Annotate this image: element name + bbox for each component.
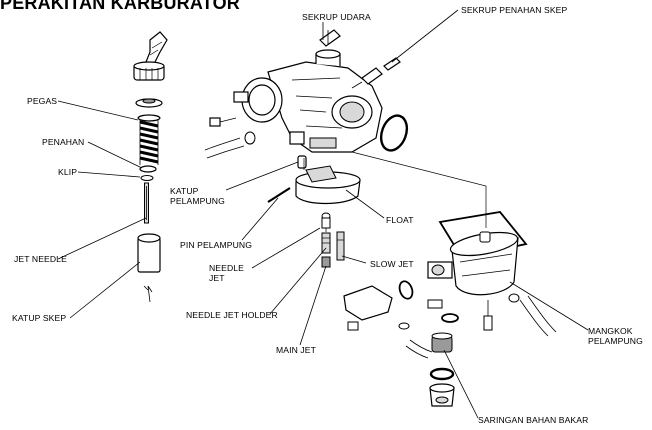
float-bowl-part [427, 231, 519, 296]
label-sekrup-penahan-skep: SEKRUP PENAHAN SKEP [461, 5, 568, 15]
label-katup-pelampung: KATUP PELAMPUNG [170, 186, 225, 206]
strainer-o-ring-part [429, 367, 455, 381]
main-jet-part [321, 256, 331, 268]
bowl-o-ring-small-part [398, 280, 414, 300]
needle-jet-part [321, 212, 331, 229]
diagram-title: PERAKITAN KARBURATOR [0, 0, 240, 13]
carburetor-body-part [233, 49, 383, 153]
float-part [295, 165, 361, 205]
throttle-slide-part [137, 233, 161, 303]
label-main-jet: MAIN JET [276, 345, 316, 355]
label-jet-needle: JET NEEDLE [14, 254, 67, 264]
label-katup-skep: KATUP SKEP [12, 313, 67, 323]
leader-katup-skep [69, 261, 141, 319]
leader-klip [77, 171, 141, 178]
leader-mangkok-pelampung [509, 281, 589, 331]
leader-saringan-bahan-bakar [443, 349, 479, 419]
leader-main-jet [299, 265, 327, 346]
label-needle-jet-holder: NEEDLE JET HOLDER [186, 310, 278, 320]
spring-part [137, 114, 161, 165]
label-pin-pelampung: PIN PELAMPUNG [180, 240, 252, 250]
slow-jet-part [336, 231, 345, 261]
washer-part [135, 98, 163, 108]
label-float: FLOAT [386, 215, 414, 225]
leader-needle-jet [251, 227, 321, 269]
label-penahan: PENAHAN [42, 137, 85, 147]
label-saringan-bahan-bakar: SARINGAN BAHAN BAKAR [478, 415, 589, 425]
leader-penahan [87, 141, 143, 169]
float-valve-part [297, 155, 307, 169]
leader-needle-jet-holder [269, 247, 327, 315]
leader-katup-pelampung [225, 161, 299, 191]
drain-screw-part [427, 299, 459, 323]
cable-elbow-part [145, 31, 168, 65]
fuel-valve-part [343, 285, 433, 359]
leader-slow-jet [341, 255, 367, 264]
float-pin-part [267, 187, 291, 203]
fuel-strainer-part [431, 332, 453, 353]
jet-needle-part [144, 182, 149, 224]
hose-left-part [204, 131, 256, 159]
label-mangkok-pelampung: MANGKOK PELAMPUNG [588, 326, 643, 346]
retainer-part [139, 165, 157, 173]
drain-hose-right-part [508, 293, 557, 337]
leader-sekrup-penahan-skep [391, 9, 459, 63]
needle-jet-holder-part [321, 232, 331, 254]
strainer-cup-part [429, 383, 455, 407]
label-pegas: PEGAS [27, 96, 58, 106]
leader-pin-pelampung [241, 197, 279, 241]
leader-float [345, 189, 385, 219]
assembly-lines [303, 151, 487, 232]
side-screw-part [209, 117, 237, 127]
label-klip: KLIP [58, 167, 78, 177]
label-sekrup-udara: SEKRUP UDARA [302, 12, 371, 22]
throttle-stop-screw-part [351, 57, 401, 89]
label-needle-jet: NEEDLE JET [209, 263, 244, 283]
body-o-ring-part [379, 114, 409, 152]
cable-cap-part [133, 61, 165, 81]
air-screw-part [319, 29, 341, 47]
bowl-screw-part [483, 300, 493, 331]
label-slow-jet: SLOW JET [370, 259, 414, 269]
leader-pegas [57, 100, 139, 121]
leader-lines [57, 9, 589, 419]
clip-part [140, 175, 154, 181]
leader-jet-needle [57, 217, 147, 260]
